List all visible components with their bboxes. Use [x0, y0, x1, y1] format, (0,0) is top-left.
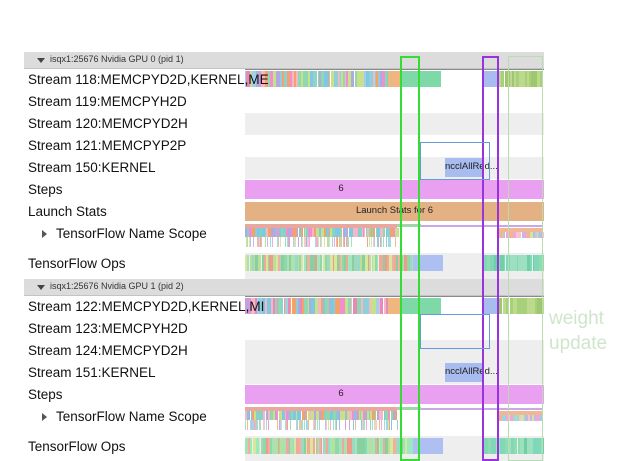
- timeline-row-tensorflow-name-scope[interactable]: [245, 406, 544, 436]
- group-header-label: isqx1:25676 Nvidia GPU 1 (pid 2): [50, 281, 184, 291]
- top-white-scrim: [0, 0, 622, 52]
- annotation-weight-update-line2: update: [549, 333, 608, 354]
- timeline-row-stream-119-memcpyh2d[interactable]: [245, 91, 544, 113]
- track-label-stream-120-memcpyd2h[interactable]: Stream 120:MEMCPYD2H: [24, 113, 245, 135]
- timeline-row-launch-stats[interactable]: Launch Stats for 6: [245, 201, 544, 223]
- timeline-row-stream-123-memcpyh2d[interactable]: [245, 318, 544, 340]
- track-label-stream-122-memcpyd2d-kernel-mi[interactable]: Stream 122:MEMCPYD2D,KERNEL,MI: [24, 296, 264, 318]
- track-label-text: Stream 121:MEMCPYP2P: [28, 138, 187, 153]
- track-label-tensorflow-ops[interactable]: TensorFlow Ops: [24, 253, 245, 279]
- track-label-tensorflow-ops[interactable]: TensorFlow Ops: [24, 436, 245, 461]
- timeline-row-stream-151-kernel[interactable]: ncclAllRed...: [245, 362, 544, 384]
- track-label-tensorflow-name-scope[interactable]: TensorFlow Name Scope: [24, 406, 245, 436]
- track-label-column[interactable]: isqx1:25676 Nvidia GPU 0 (pid 1) Stream 1…: [24, 52, 269, 461]
- track-label-stream-118-memcpyd2d-kernel-me[interactable]: Stream 118:MEMCPYD2D,KERNEL,ME: [24, 69, 269, 91]
- track-label-text: TensorFlow Name Scope: [56, 409, 207, 424]
- chevron-down-icon[interactable]: [37, 285, 45, 290]
- track-label-text: Stream 119:MEMCPYH2D: [28, 94, 187, 109]
- annotation-weight-update-line1: weight: [549, 308, 604, 329]
- track-label-text: Stream 124:MEMCPYD2H: [28, 343, 188, 358]
- track-label-text: Stream 122:MEMCPYD2D,KERNEL,MI: [28, 299, 265, 314]
- track-label-text: Stream 123:MEMCPYH2D: [28, 321, 188, 336]
- track-label-text: Steps: [28, 182, 63, 197]
- track-label-launch-stats[interactable]: Launch Stats: [24, 201, 245, 223]
- track-label-stream-121-memcpyp2p[interactable]: Stream 121:MEMCPYP2P: [24, 135, 245, 157]
- track-label-steps[interactable]: Steps: [24, 384, 245, 406]
- group-header-gpu1[interactable]: isqx1:25676 Nvidia GPU 1 (pid 2): [24, 279, 245, 296]
- track-label-text: Steps: [28, 387, 63, 402]
- group-header-band-gpu0: [245, 52, 544, 69]
- track-label-text: Stream 151:KERNEL: [28, 365, 156, 380]
- annotation-weight-update: weight update: [549, 306, 607, 356]
- track-label-text: Stream 150:KERNEL: [28, 160, 156, 175]
- track-label-text: TensorFlow Name Scope: [56, 226, 207, 241]
- group-header-label: isqx1:25676 Nvidia GPU 0 (pid 1): [50, 54, 184, 64]
- timeline-row-stream-124-memcpyd2h[interactable]: [245, 340, 544, 362]
- track-label-steps[interactable]: Steps: [24, 179, 245, 201]
- timeline-row-stream-118-memcpyd2d-kernel-me[interactable]: [245, 69, 544, 91]
- track-label-stream-124-memcpyd2h[interactable]: Stream 124:MEMCPYD2H: [24, 340, 245, 362]
- timeline-row-stream-150-kernel[interactable]: ncclAllRed...: [245, 157, 544, 179]
- track-label-text: TensorFlow Ops: [28, 256, 126, 271]
- timeline-row-stream-122-memcpyd2d-kernel-mi[interactable]: [245, 296, 544, 318]
- track-label-stream-151-kernel[interactable]: Stream 151:KERNEL: [24, 362, 245, 384]
- group-header-gpu0[interactable]: isqx1:25676 Nvidia GPU 0 (pid 1): [24, 52, 245, 69]
- chevron-right-icon[interactable]: [42, 230, 47, 238]
- timeline-row-stream-121-memcpyp2p[interactable]: [245, 135, 544, 157]
- track-label-text: TensorFlow Ops: [28, 439, 126, 454]
- timeline-row-tensorflow-ops[interactable]: [245, 436, 544, 461]
- track-label-text: Stream 118:MEMCPYD2D,KERNEL,ME: [28, 72, 269, 87]
- group-header-band-gpu1: [245, 279, 544, 296]
- track-label-text: Stream 120:MEMCPYD2H: [28, 116, 188, 131]
- timeline-row-tensorflow-ops[interactable]: [245, 253, 544, 279]
- track-label-stream-119-memcpyh2d[interactable]: Stream 119:MEMCPYH2D: [24, 91, 245, 113]
- track-label-text: Launch Stats: [28, 204, 107, 219]
- timeline-row-stream-120-memcpyd2h[interactable]: [245, 113, 544, 135]
- track-label-stream-150-kernel[interactable]: Stream 150:KERNEL: [24, 157, 245, 179]
- track-label-stream-123-memcpyh2d[interactable]: Stream 123:MEMCPYH2D: [24, 318, 245, 340]
- timeline-row-steps[interactable]: 6: [245, 384, 544, 406]
- timeline-row-steps[interactable]: 6: [245, 179, 544, 201]
- chevron-right-icon[interactable]: [42, 413, 47, 421]
- chevron-down-icon[interactable]: [37, 58, 45, 63]
- track-label-tensorflow-name-scope[interactable]: TensorFlow Name Scope: [24, 223, 245, 253]
- timeline-row-tensorflow-name-scope[interactable]: [245, 223, 544, 253]
